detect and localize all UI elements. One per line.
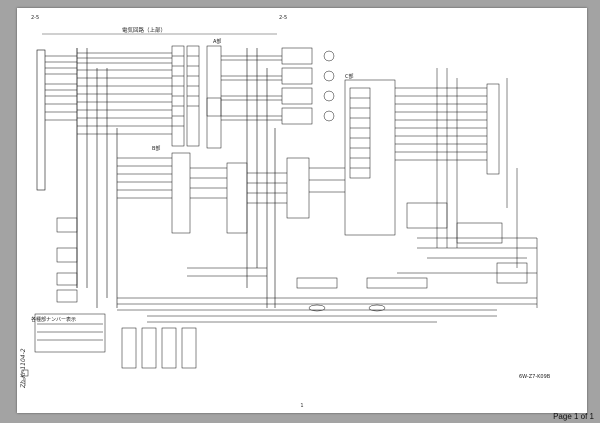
c-area-frame (344, 79, 396, 236)
page-indicator: Page 1 of 1 (553, 412, 594, 421)
legend-title: 各種部ナンバー表示 (31, 317, 77, 323)
connector-block-a (171, 45, 222, 149)
b-area-blocks (117, 152, 345, 234)
diagram-title: 電気回路（上部） (122, 28, 167, 34)
right-lower-section (397, 202, 538, 308)
area-b-label: B部 (152, 146, 161, 152)
section-number-right: 2-5 (279, 15, 288, 21)
document-code: 6W-Z7-K09B (519, 374, 551, 380)
area-c-label: C部 (345, 74, 354, 80)
bottom-harness (117, 267, 537, 369)
wiring-diagram (21, 33, 538, 386)
area-a-label: A部 (213, 39, 222, 45)
motor-units (221, 47, 335, 125)
page-number: 1 (300, 403, 304, 409)
left-switch-array (36, 49, 77, 191)
right-terminal-column (395, 68, 518, 268)
section-number-left: 2-5 (31, 15, 40, 21)
schematic-page: 2-5 2-5 電気回路（上部） A部 C部 B部 各種部ナンバー表示 6W-Z… (17, 8, 587, 413)
left-lower-components (34, 217, 106, 353)
